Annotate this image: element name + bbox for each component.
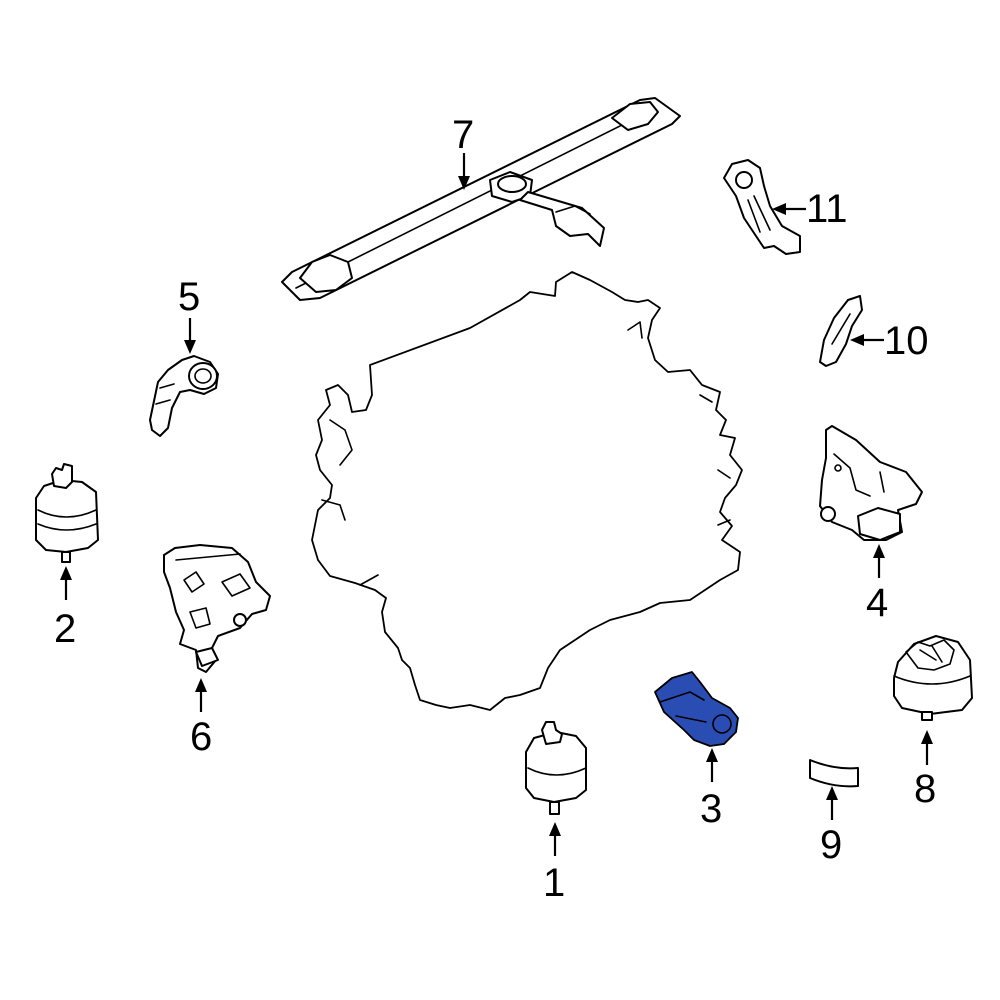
- part-3-bracket-highlighted[interactable]: [654, 671, 739, 747]
- engine-detail-right: [627, 321, 731, 526]
- callout-11: 11: [806, 187, 848, 231]
- callout-9: 9: [820, 823, 842, 867]
- part-2-mount[interactable]: [35, 463, 99, 563]
- part-6-bracket[interactable]: [163, 544, 271, 673]
- leader-arrows: [60, 153, 933, 856]
- part-11-bracket[interactable]: [723, 159, 801, 255]
- part-5-hose[interactable]: [149, 355, 219, 437]
- callout-4: 4: [866, 581, 888, 625]
- callout-3: 3: [700, 787, 722, 831]
- engine-detail-left: [321, 419, 379, 586]
- callout-7: 7: [452, 113, 474, 157]
- callout-6: 6: [190, 715, 212, 759]
- callout-2: 2: [54, 607, 76, 651]
- part-8-mount[interactable]: [893, 635, 973, 721]
- callout-10: 10: [884, 319, 929, 363]
- part-1-mount[interactable]: [525, 721, 587, 815]
- part-7-crossmember[interactable]: [281, 97, 681, 301]
- part-9-strip[interactable]: [809, 759, 859, 788]
- callout-1: 1: [543, 861, 565, 905]
- part-10-shield[interactable]: [819, 295, 863, 367]
- engine-outline: [311, 271, 743, 711]
- callout-8: 8: [914, 767, 936, 811]
- part-4-mount-bracket[interactable]: [819, 425, 923, 541]
- callout-5: 5: [178, 275, 200, 319]
